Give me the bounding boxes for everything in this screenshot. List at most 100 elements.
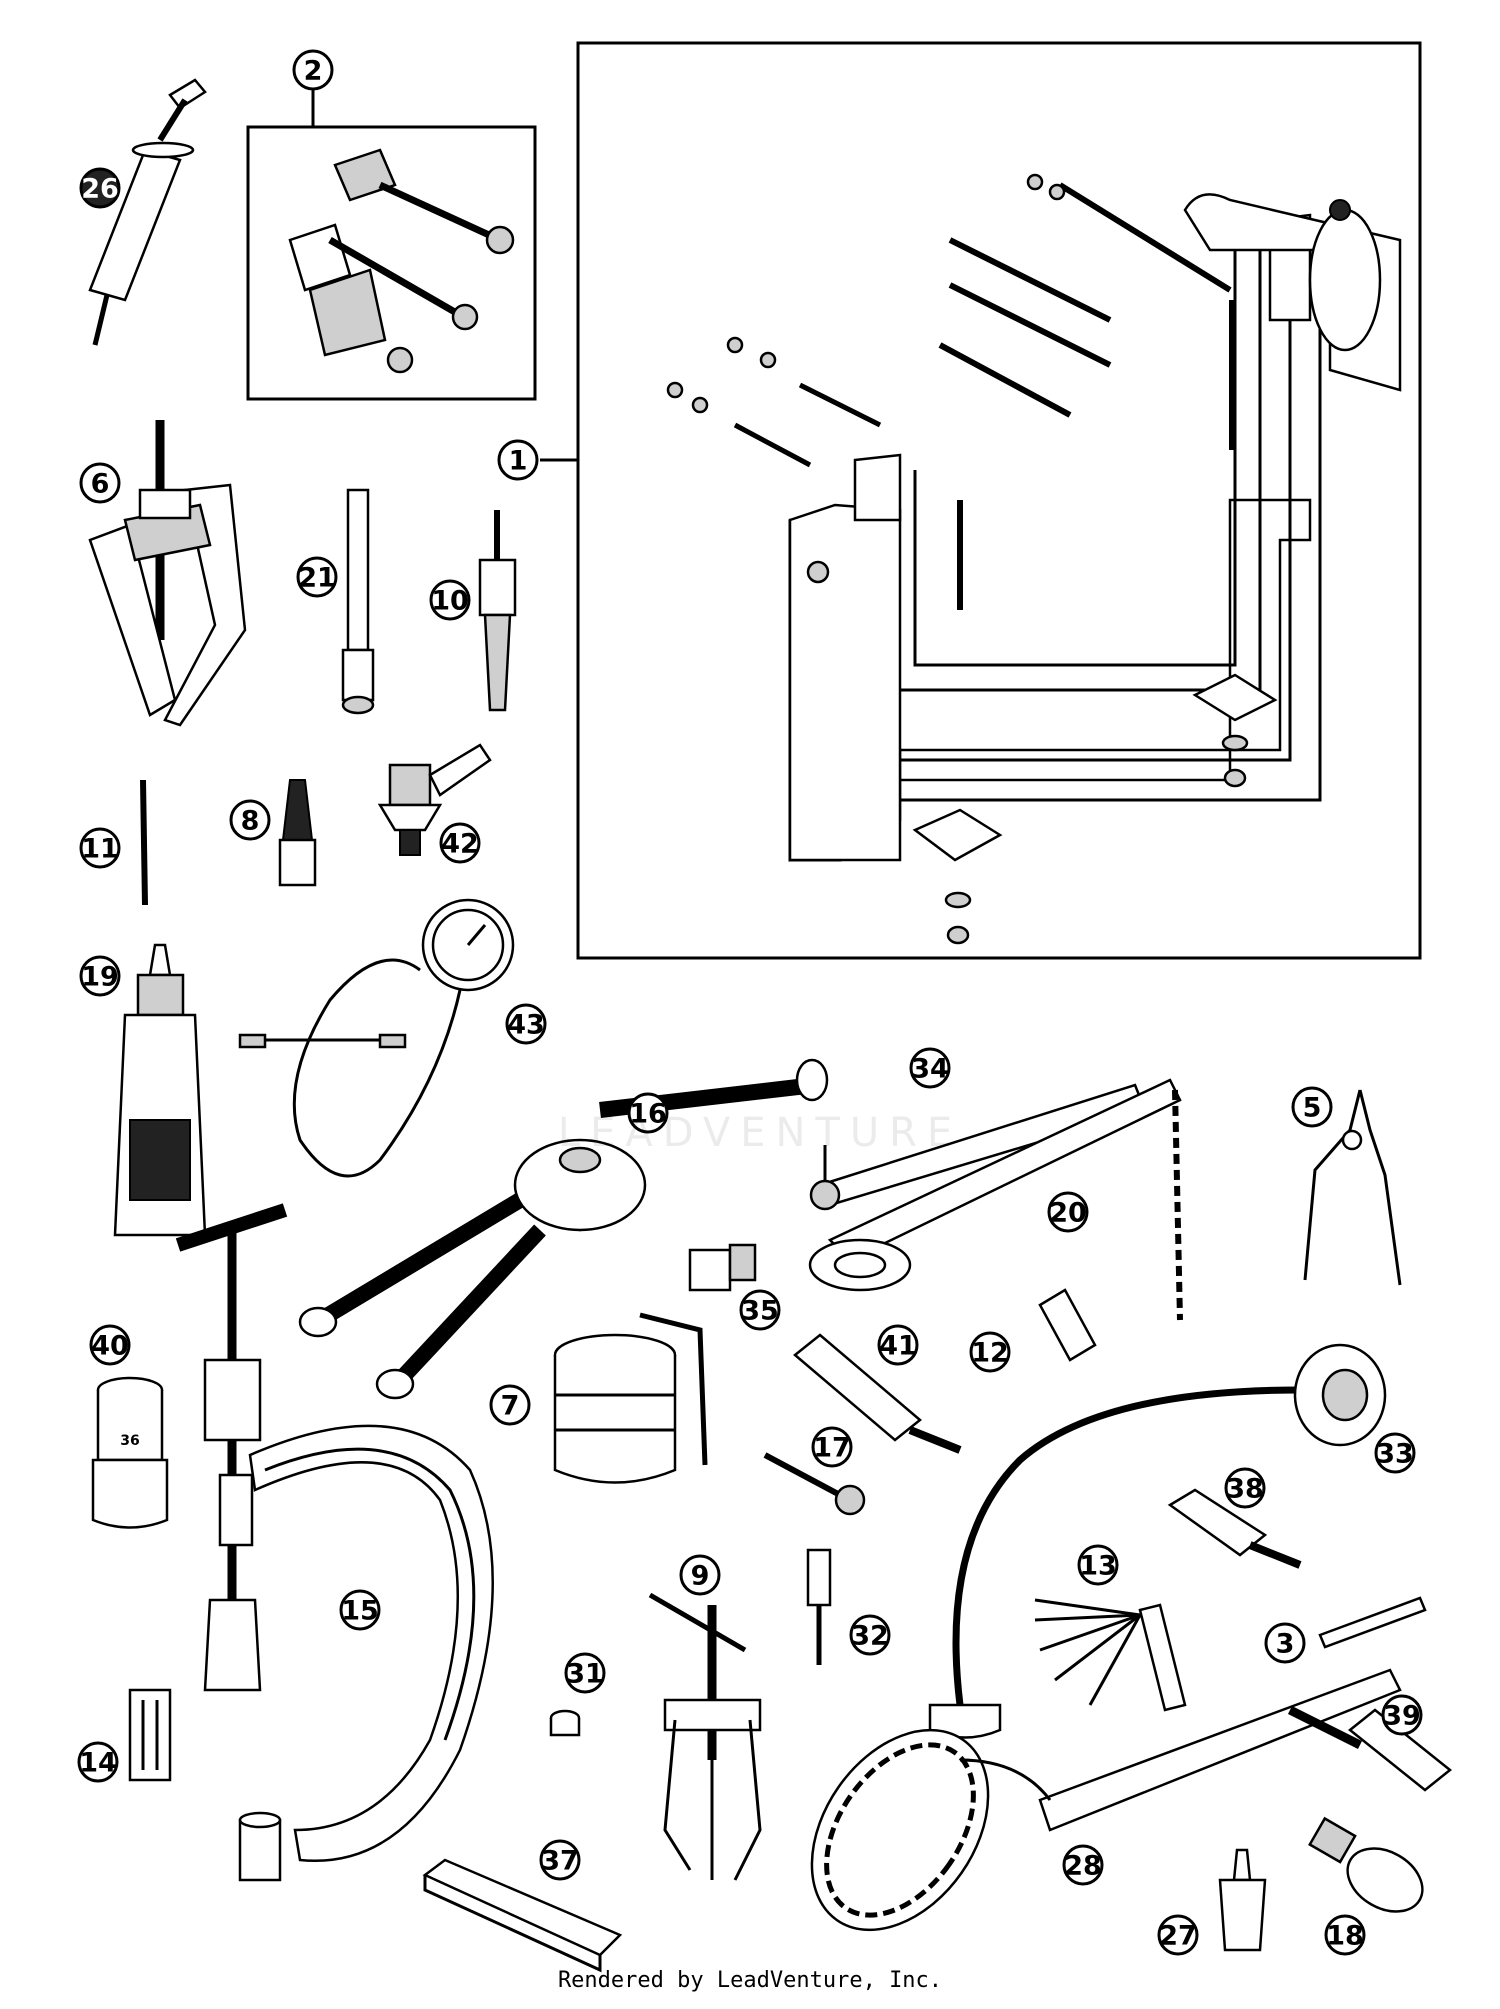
part-41 [793,1333,962,1454]
callout-7: 7 [489,1384,531,1426]
callout-41: 41 [877,1324,919,1366]
callout-12-label: 12 [971,1338,1009,1369]
callout-8-label: 8 [241,806,260,837]
pressure-gauge-part [238,898,515,1178]
callout-31-label: 31 [566,1659,604,1690]
callout-9-label: 9 [691,1561,710,1592]
puller-part [88,420,247,727]
part-12 [1038,1288,1097,1362]
callout-6-label: 6 [91,469,110,500]
part-42 [377,743,492,856]
callout-19: 19 [79,955,121,997]
callout-32-label: 32 [851,1621,889,1652]
part-21 [341,488,375,715]
syringe-part [88,78,207,346]
part-2-box [246,125,537,401]
callout-10: 10 [429,579,471,621]
callout-1-label: 1 [509,446,528,477]
callout-2-label: 2 [304,56,323,87]
callout-16-label: 16 [629,1099,667,1130]
callout-14: 14 [77,1741,119,1783]
callout-35-label: 35 [741,1296,779,1327]
callout-42: 42 [439,822,481,864]
callout-26: 26 [79,167,121,209]
engine-stand-part [576,41,1422,960]
threadlocker-bottle-part [1218,1848,1267,1952]
callout-40-label: 40 [91,1331,129,1362]
callout-28-label: 28 [1064,1851,1102,1882]
part-17 [763,1452,866,1516]
part-18 [1308,1816,1424,1913]
callout-12: 12 [969,1331,1011,1373]
callout-3-label: 3 [1276,1629,1295,1660]
watermark: LEADVENTURE [557,1110,963,1156]
callout-21: 21 [296,556,338,598]
part-14 [128,1688,172,1782]
ring-compressor-part [553,1312,708,1484]
callout-42-label: 42 [441,829,479,860]
callout-21-label: 21 [298,563,336,594]
callout-40: 40 [89,1324,131,1366]
callout-43-label: 43 [507,1010,545,1041]
callout-11: 11 [79,827,121,869]
callout-33-label: 33 [1376,1439,1414,1470]
callout-19-label: 19 [81,962,119,993]
callout-20-label: 20 [1049,1198,1087,1229]
callout-5: 5 [1291,1086,1333,1128]
callout-35: 35 [739,1289,781,1331]
callout-10-label: 10 [431,586,469,617]
callout-7-label: 7 [501,1391,520,1422]
sealant-tube-part [113,943,207,1237]
callout-15-label: 15 [341,1596,379,1627]
callout-18: 18 [1324,1914,1366,1956]
callout-1: 1 [497,439,539,481]
callout-32: 32 [849,1614,891,1656]
callout-39-label: 39 [1383,1701,1421,1732]
callout-9: 9 [679,1554,721,1596]
callout-3: 3 [1264,1622,1306,1664]
callout-41-label: 41 [879,1331,917,1362]
part-16 [298,1058,829,1400]
callout-11-label: 11 [81,834,119,865]
callout-17-label: 17 [813,1433,851,1464]
valve-spring-compressor-part [175,1203,494,1882]
part-10 [478,510,517,712]
part-39 [1287,1705,1453,1792]
callout-2: 2 [292,49,334,91]
callout-20: 20 [1047,1191,1089,1233]
part-3 [1318,1596,1427,1649]
callout-38-label: 38 [1226,1474,1264,1505]
callout-39: 39 [1381,1694,1423,1736]
part-38 [1167,1488,1302,1569]
part-8 [278,779,317,887]
callout-27-label: 27 [1159,1921,1197,1952]
part-31 [549,1709,581,1737]
callout-5-label: 5 [1303,1093,1322,1124]
callout-17: 17 [811,1426,853,1468]
callout-28: 28 [1062,1844,1104,1886]
callout-13-label: 13 [1079,1551,1117,1582]
feeler-gauge-part [1034,1598,1187,1712]
callout-16: 16 [627,1092,669,1134]
clutch-holder-part [810,1668,1402,1932]
callout-14-label: 14 [79,1748,117,1779]
callout-27: 27 [1157,1914,1199,1956]
circlip-pliers-part [1303,1089,1402,1286]
callout-34-label: 34 [911,1054,949,1085]
callout-26-label: 26 [81,174,119,205]
callout-6: 6 [79,462,121,504]
socket-size-label: 36 [120,1433,139,1449]
callout-37: 37 [539,1839,581,1881]
callout-15: 15 [339,1589,381,1631]
part-32 [806,1548,832,1665]
engine-stand-frame-box [576,41,1422,960]
callout-43: 43 [505,1003,547,1045]
callout-18-label: 18 [1326,1921,1364,1952]
callout-38: 38 [1224,1467,1266,1509]
part-35 [688,1243,757,1292]
part-11 [140,779,148,906]
callout-33: 33 [1374,1432,1416,1474]
callout-34: 34 [909,1047,951,1089]
socket-part: 36 [91,1376,169,1529]
